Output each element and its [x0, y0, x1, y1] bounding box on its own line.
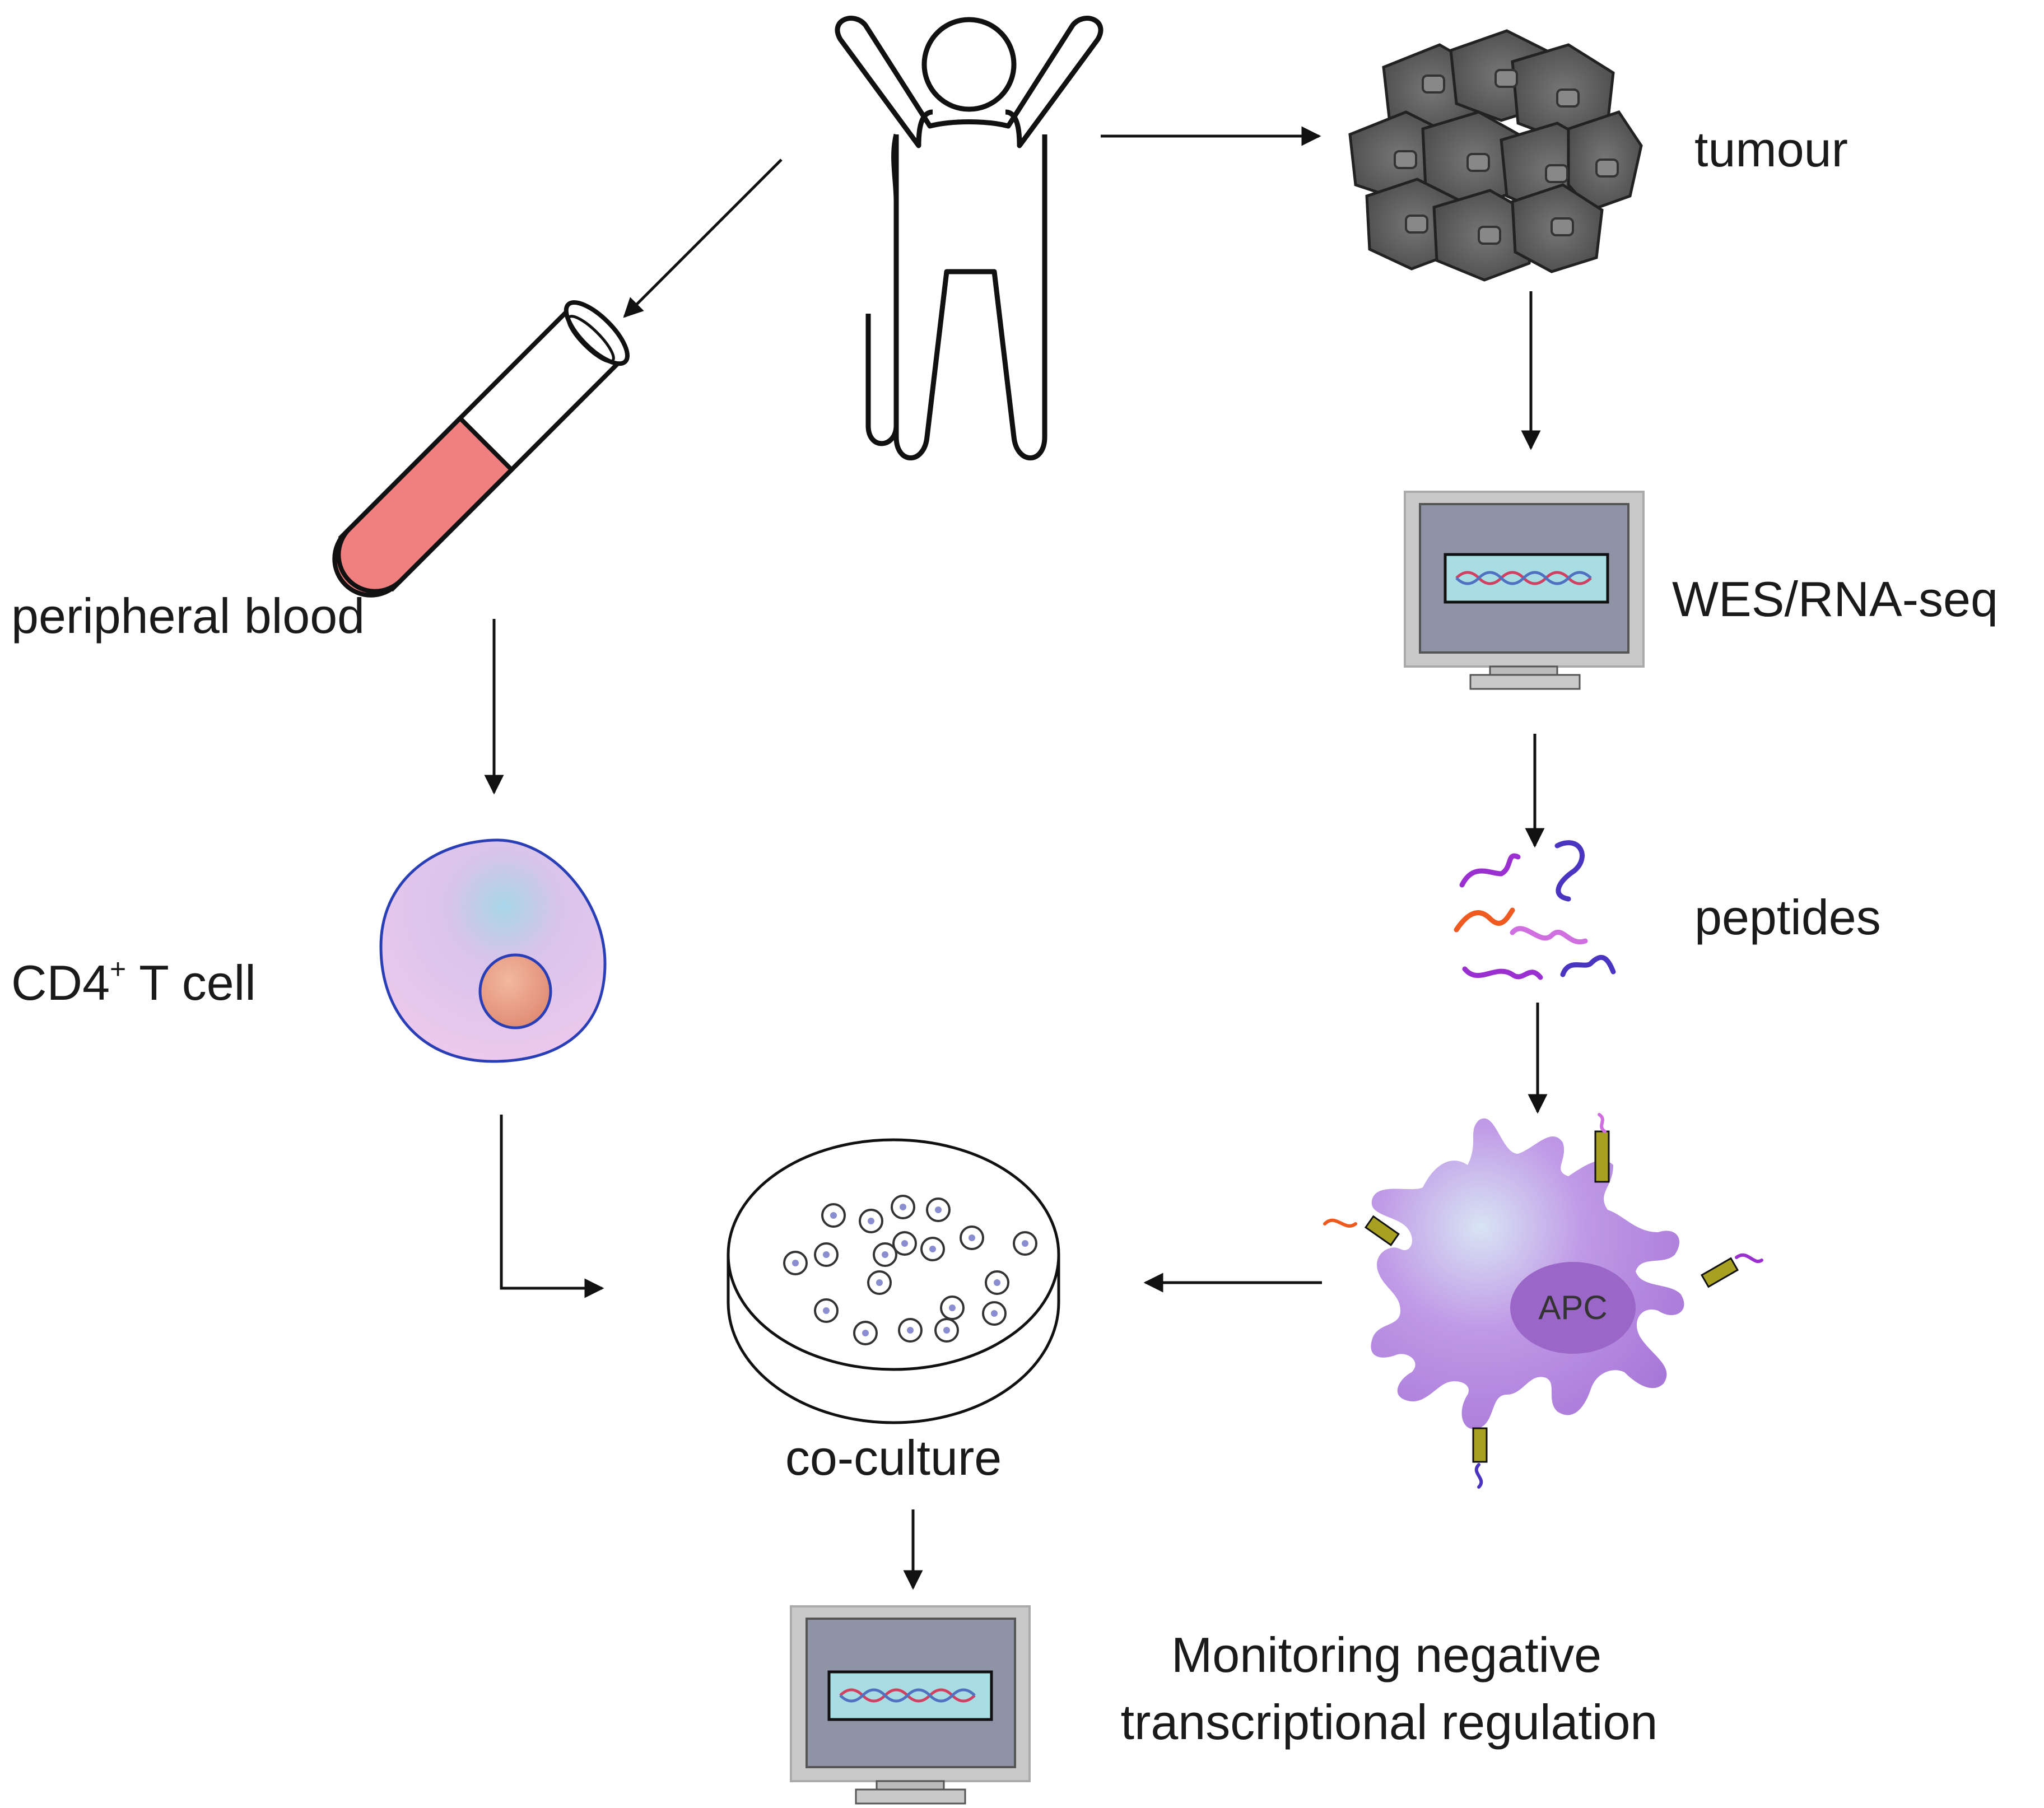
- cd4-label-main: CD4: [11, 955, 110, 1010]
- person-icon: [835, 16, 1104, 460]
- peptides-label: peptides: [1694, 889, 1881, 945]
- tumour-cells-icon: [1348, 29, 1643, 282]
- arrow-tcell-to-coculture: [500, 1115, 604, 1298]
- cd4-label-superscript: +: [110, 953, 126, 985]
- monitoring-monitor-icon: [790, 1605, 1031, 1805]
- sequencing-label: WES/RNA-seq: [1672, 571, 1998, 627]
- cd4-t-cell-icon: [379, 838, 607, 1063]
- coculture-dish-icon: [727, 1138, 1060, 1424]
- monitoring-label-line1: Monitoring negative: [1171, 1627, 1601, 1683]
- monitoring-label-line2: transcriptional regulation: [1121, 1694, 1658, 1750]
- apc-label: APC: [1538, 1289, 1607, 1326]
- arrow-person-to-blood: [623, 159, 783, 318]
- cd4-t-cell-label: CD4+ T cell: [11, 953, 256, 1010]
- apc-cell-icon: [1323, 1113, 1763, 1489]
- tumour-label: tumour: [1694, 122, 1848, 177]
- flow-arrows: [484, 126, 1548, 1590]
- sequencing-monitor-icon: [1404, 491, 1645, 690]
- peptides-icon: [1454, 840, 1616, 980]
- blood-tube-icon: [332, 300, 630, 598]
- cd4-label-rest: T cell: [126, 955, 256, 1010]
- peripheral-blood-label: peripheral blood: [11, 588, 365, 644]
- coculture-label: co-culture: [785, 1430, 1002, 1485]
